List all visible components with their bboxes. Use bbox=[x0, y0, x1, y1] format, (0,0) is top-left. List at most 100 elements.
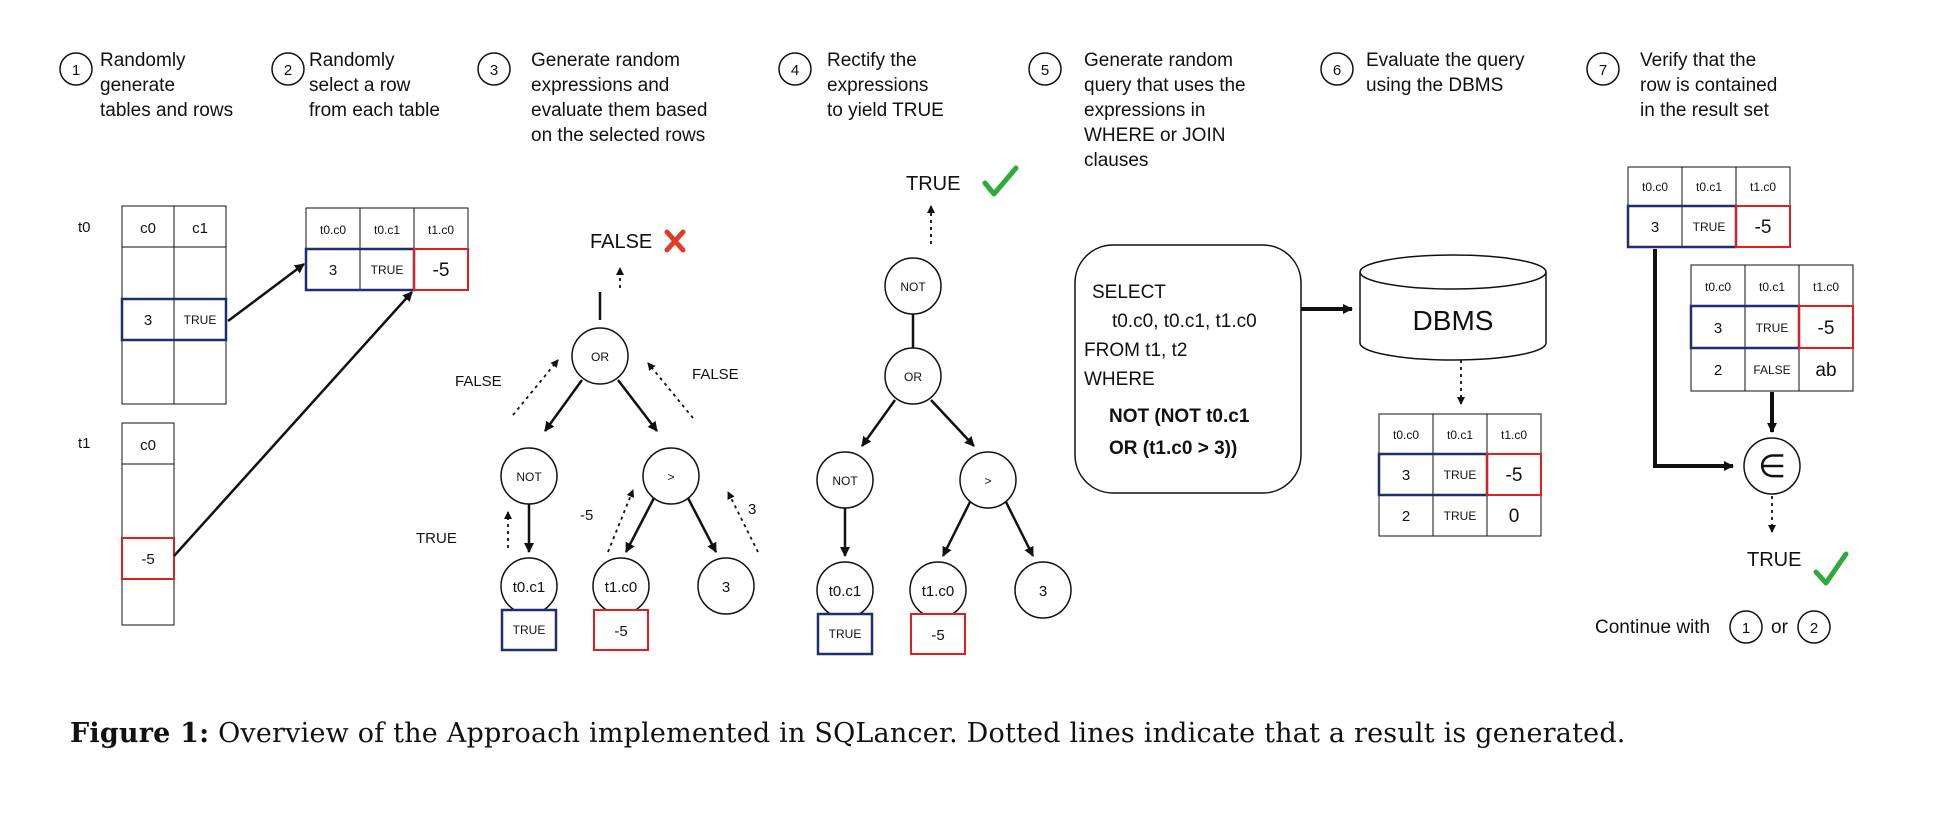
table-t1: t1 c0 -5 bbox=[78, 422, 175, 626]
cell-value: -5 bbox=[1755, 217, 1772, 238]
table-name: t0 bbox=[78, 219, 91, 236]
cell-value: 3 bbox=[144, 312, 152, 329]
step-number: 4 bbox=[791, 62, 799, 79]
step-text-line: Generate random bbox=[531, 50, 680, 71]
column-header: t0.c0 bbox=[1705, 280, 1731, 294]
expression-tree-step3: FALSE OR FALSE FALSE NOT > TRUE -5 3 t0.… bbox=[416, 229, 759, 652]
column-value: -5 bbox=[614, 623, 627, 640]
step-number-circle bbox=[477, 52, 511, 86]
step-6: 6 Evaluate the query using the DBMS bbox=[1320, 50, 1525, 96]
step-text-line: Generate random bbox=[1084, 50, 1233, 71]
step-reference: 1 bbox=[1742, 620, 1750, 637]
step-text-line: expressions bbox=[827, 75, 928, 96]
column-header: t1.c0 bbox=[428, 223, 454, 237]
query-line: SELECT bbox=[1092, 282, 1166, 303]
verify-row-table: t0.c0 t0.c1 t1.c0 3 TRUE -5 bbox=[1626, 166, 1791, 249]
column-header: t0.c1 bbox=[1759, 280, 1785, 294]
arrow-row-to-membership bbox=[1653, 249, 1734, 471]
column-value: TRUE bbox=[513, 623, 546, 637]
column-header: t0.c0 bbox=[320, 223, 346, 237]
step-text-line: Randomly bbox=[309, 50, 395, 71]
node-label: t1.c0 bbox=[922, 583, 955, 600]
column-value-box bbox=[816, 612, 874, 656]
query-line: FROM t1, t2 bbox=[1084, 340, 1187, 361]
edge-value: 3 bbox=[748, 501, 756, 518]
selected-row-highlight bbox=[121, 537, 175, 580]
check-icon bbox=[1813, 551, 1849, 586]
step-2: 2 Randomly select a row from each table bbox=[271, 50, 440, 121]
cell-value: FALSE bbox=[1753, 363, 1790, 377]
cell-value: 0 bbox=[1509, 506, 1520, 527]
step-text-line: select a row bbox=[309, 75, 411, 96]
step-5: 5 Generate random query that uses the ex… bbox=[1028, 50, 1246, 171]
step-3: 3 Generate random expressions and evalua… bbox=[477, 50, 707, 146]
cell-value: -5 bbox=[1506, 465, 1523, 486]
node-label: > bbox=[667, 470, 674, 484]
step-4: 4 Rectify the expressions to yield TRUE bbox=[778, 50, 944, 121]
column-header: c0 bbox=[140, 220, 156, 237]
step-text-line: Evaluate the query bbox=[1366, 50, 1525, 71]
step-text-line: generate bbox=[100, 75, 175, 96]
step-number-circle bbox=[778, 52, 812, 86]
query-line: NOT (NOT t0.c1 bbox=[1109, 406, 1250, 427]
result-set-table: t0.c0 t0.c1 t1.c0 3 TRUE -5 2 TRUE 0 bbox=[1377, 413, 1542, 537]
caption-label: Figure 1: bbox=[70, 718, 210, 749]
node-label: t1.c0 bbox=[605, 579, 638, 596]
step-number-circle bbox=[1586, 52, 1620, 86]
step-number: 1 bbox=[72, 62, 80, 79]
node-label: NOT bbox=[516, 470, 542, 484]
node-label: t0.c1 bbox=[513, 579, 546, 596]
verify-result-table: t0.c0 t0.c1 t1.c0 3 TRUE -5 2 FALSE ab bbox=[1689, 264, 1854, 392]
step-number: 3 bbox=[490, 62, 498, 79]
membership-node bbox=[1743, 437, 1801, 495]
step-text-line: clauses bbox=[1084, 150, 1148, 171]
continue-prefix: Continue with bbox=[1595, 617, 1710, 638]
step-text-line: tables and rows bbox=[100, 100, 233, 121]
step-number: 5 bbox=[1041, 62, 1049, 79]
step-number-circle bbox=[1320, 52, 1354, 86]
node-label: > bbox=[984, 474, 991, 488]
dbms-database: DBMS bbox=[1359, 254, 1547, 361]
node-label: OR bbox=[591, 350, 609, 364]
node-label: 3 bbox=[1039, 583, 1047, 600]
node-label: t0.c1 bbox=[829, 583, 862, 600]
cell-value: TRUE bbox=[1444, 509, 1477, 523]
node-label: OR bbox=[904, 370, 922, 384]
query-line: OR (t1.c0 > 3)) bbox=[1109, 438, 1237, 459]
cell-value: -5 bbox=[433, 260, 450, 281]
step-number-circle bbox=[59, 52, 93, 86]
node-label: 3 bbox=[722, 579, 730, 596]
cell-value: TRUE bbox=[1444, 468, 1477, 482]
step-text-line: in the result set bbox=[1640, 100, 1770, 121]
edge-value: -5 bbox=[580, 507, 593, 524]
column-header: t1.c0 bbox=[1750, 180, 1776, 194]
step-number: 2 bbox=[284, 62, 292, 79]
column-header: c0 bbox=[140, 437, 156, 454]
cell-value: 3 bbox=[329, 262, 337, 279]
generated-query: SELECT t0.c0, t0.c1, t1.c0 FROM t1, t2 W… bbox=[1074, 244, 1302, 494]
step-text-line: expressions in bbox=[1084, 100, 1205, 121]
node-label: NOT bbox=[900, 280, 926, 294]
table-name: t1 bbox=[78, 435, 91, 452]
step-text-line: Rectify the bbox=[827, 50, 917, 71]
step-text-line: evaluate them based bbox=[531, 100, 707, 121]
tree-node-literal bbox=[1014, 561, 1072, 619]
query-line: t0.c0, t0.c1, t1.c0 bbox=[1112, 311, 1257, 332]
step-number: 6 bbox=[1333, 62, 1341, 79]
column-header: t0.c0 bbox=[1393, 428, 1419, 442]
column-value-box bbox=[500, 608, 558, 652]
cell-value: -5 bbox=[1818, 318, 1835, 339]
edge-value: FALSE bbox=[692, 366, 739, 383]
step-text-line: on the selected rows bbox=[531, 125, 705, 146]
expression-tree-step4: TRUE NOT OR NOT > t0.c1 t1.c0 3 TRUE -5 bbox=[816, 165, 1072, 656]
continue-mid: or bbox=[1771, 617, 1789, 638]
verification-result: TRUE bbox=[1747, 549, 1801, 571]
column-value: TRUE bbox=[829, 627, 862, 641]
check-icon bbox=[982, 165, 1019, 197]
cell-value: 3 bbox=[1651, 219, 1659, 236]
step-text-line: row is contained bbox=[1640, 75, 1777, 96]
cell-value: -5 bbox=[141, 551, 154, 568]
column-value-box bbox=[593, 609, 649, 651]
edge-value: FALSE bbox=[455, 373, 502, 390]
cell-value: TRUE bbox=[371, 263, 404, 277]
